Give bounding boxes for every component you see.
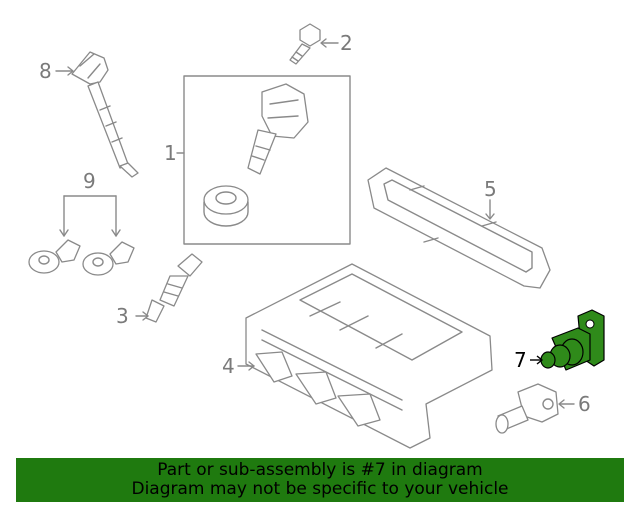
part-6-position-sensor[interactable] — [495, 383, 575, 434]
label-9: 9 — [83, 169, 96, 193]
part-8-ignition-coil[interactable] — [55, 51, 139, 178]
label-1: 1 — [164, 141, 177, 165]
part-7-highlighted-sensor[interactable] — [530, 309, 605, 371]
banner-line-1: Part or sub-assembly is #7 in diagram — [157, 460, 483, 480]
label-3: 3 — [116, 304, 129, 328]
part-1-coil-assembly-box[interactable] — [176, 75, 351, 245]
label-8: 8 — [39, 59, 52, 83]
part-3-spark-plug[interactable] — [135, 253, 203, 323]
label-2: 2 — [340, 31, 353, 55]
label-6: 6 — [578, 392, 591, 416]
info-banner: Part or sub-assembly is #7 in diagram Di… — [16, 458, 624, 502]
label-7: 7 — [514, 348, 527, 372]
part-2-bolt[interactable] — [289, 23, 339, 65]
part-4-ecu-module[interactable] — [237, 263, 493, 449]
label-5: 5 — [484, 177, 497, 201]
banner-line-2: Diagram may not be specific to your vehi… — [131, 479, 509, 499]
label-4: 4 — [222, 354, 235, 378]
part-5-cover-plate[interactable] — [367, 167, 551, 289]
part-9-knock-sensors[interactable] — [28, 195, 135, 276]
